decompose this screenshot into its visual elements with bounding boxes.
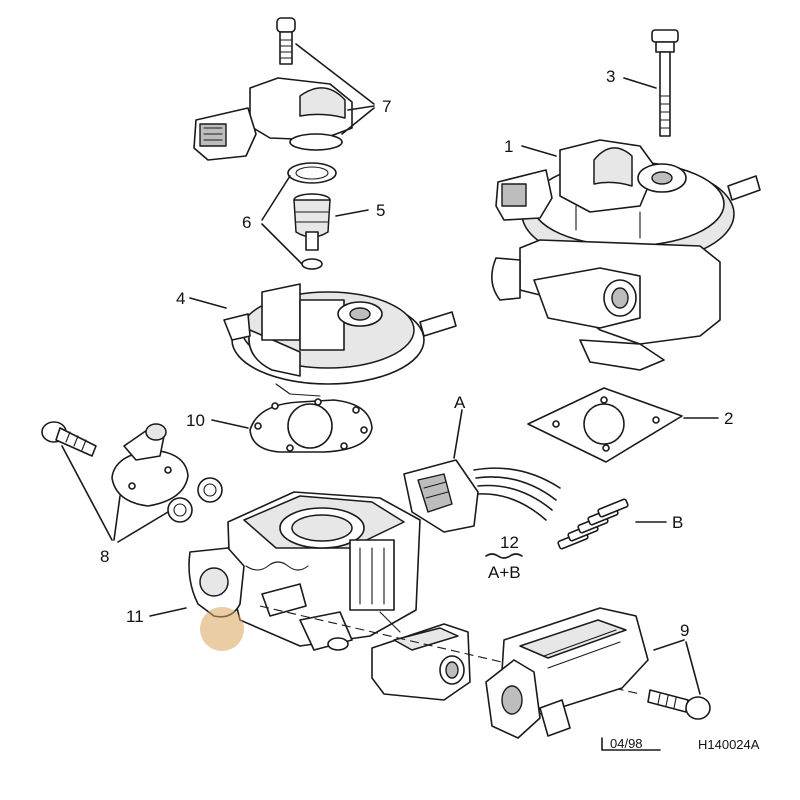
highlight-marker [200, 607, 244, 651]
callout-1-leader [521, 145, 557, 157]
callout-1: 1 [504, 137, 513, 156]
cover-clip [289, 133, 343, 151]
idle-actuator [485, 607, 649, 739]
callout-A: A [454, 393, 466, 412]
callout-8-leader-c [117, 511, 169, 543]
callout-A-leader [453, 409, 463, 459]
throttle-body-assembled [491, 139, 761, 371]
callout-7-leader-c [341, 107, 375, 135]
callout-10-leader [211, 419, 249, 429]
air-temp-sensor [111, 423, 189, 507]
actuator-bolt [647, 689, 711, 720]
wiring-connector [403, 459, 561, 533]
callout-4: 4 [176, 289, 185, 308]
callout-B: B [672, 513, 683, 532]
callout-7-leader-a [295, 43, 375, 105]
upper-o-ring [287, 162, 337, 184]
callout-8-leader-b [113, 495, 121, 541]
callout-3: 3 [606, 67, 615, 86]
callout-9-leader-b [685, 641, 701, 695]
callout-8-leader-a [61, 445, 113, 541]
callout-8: 8 [100, 547, 109, 566]
callout-3-leader [623, 77, 657, 89]
callout-2: 2 [724, 409, 733, 428]
throttle-cover-assembly [193, 17, 353, 270]
callout-11-leader [149, 607, 187, 617]
sensor-cover [193, 77, 353, 161]
date-stamp-text: 04/98 [610, 736, 643, 751]
callout-10: 10 [186, 411, 205, 430]
date-stamp: 04/98 [601, 736, 661, 751]
cover-screw [276, 17, 296, 65]
long-bolt [651, 29, 679, 137]
diagram-reference: H140024A [698, 737, 760, 752]
callout-6-leader-a [261, 175, 291, 221]
callout-9: 9 [680, 621, 689, 640]
small-screw [41, 421, 97, 457]
gasket-10 [249, 398, 373, 453]
lower-o-ring [301, 258, 323, 270]
callout-7: 7 [382, 97, 391, 116]
callout-6-leader-b [261, 223, 303, 265]
throttle-body-lower [188, 491, 421, 651]
injector [293, 193, 331, 251]
callout-12-parts: A+B [488, 563, 521, 582]
callout-7-leader-b [347, 105, 375, 111]
callout-12: 12 [500, 533, 519, 552]
gasket-2 [527, 387, 683, 463]
terminal-pins [557, 498, 629, 550]
sensor-washers [167, 477, 223, 523]
combo-divider [485, 553, 523, 559]
callout-9-leader-a [653, 639, 685, 651]
callout-6: 6 [242, 213, 251, 232]
callout-5-leader [335, 209, 369, 217]
injector-housing [223, 283, 457, 397]
callout-4-leader [189, 297, 227, 309]
callout-5: 5 [376, 201, 385, 220]
callout-11: 11 [126, 607, 144, 626]
mounting-bracket [371, 623, 471, 701]
